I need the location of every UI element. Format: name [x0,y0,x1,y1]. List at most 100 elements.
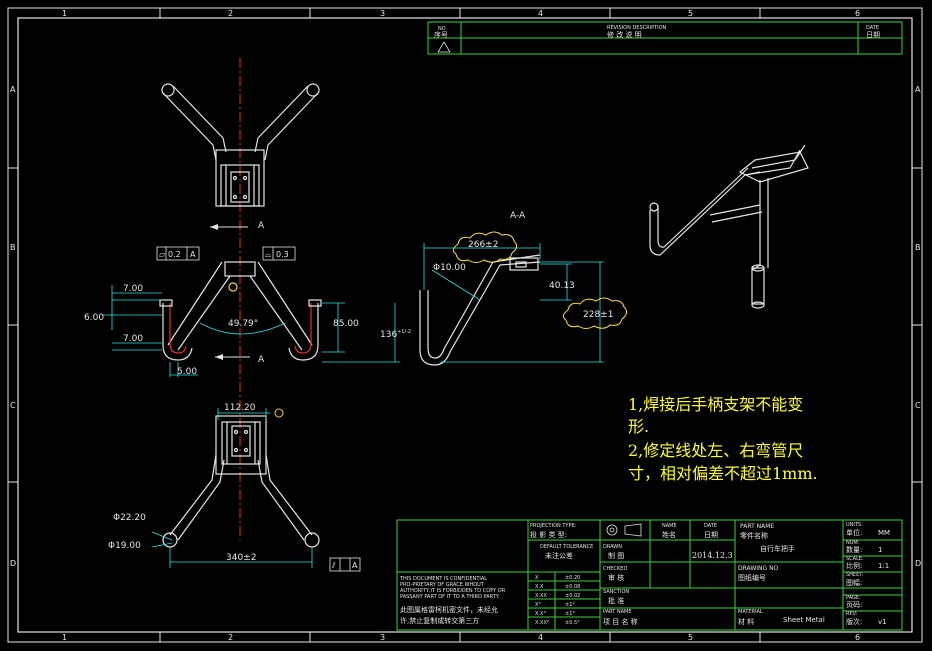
section-a-top: A [210,221,265,231]
tol-fmt-2: X.XX [535,593,547,599]
tol-val-5: ±0.5° [565,620,580,626]
part-name-label-cn: 零件名称 [740,531,768,540]
dim-340: 340±2 [226,553,256,563]
rev-seq-label-en: NO [438,26,446,32]
dim-136-tol: +1/-2 [397,329,411,335]
rev-desc-label-cn: 修 改 说 明 [607,30,642,39]
tol-fmt-0: X [535,575,539,581]
dim-7-lower: 7.00 [123,334,143,344]
dim-5: 5.00 [177,367,197,377]
top-view [161,58,320,540]
dim-85: 85.00 [333,319,359,329]
rev-seq-label-cn: 序号 [434,30,448,39]
zone-top-2: 2 [228,9,233,18]
dim-phi22: Φ22.20 [113,513,146,523]
gdt-2-symbol: ⌓ [265,250,272,259]
part-name-label-en: PART NAME [740,523,774,530]
dim-angle: 49.79° [228,319,258,329]
tol-fmt-5: X.XX° [535,620,550,626]
units-label-en: UNITS: [846,522,863,528]
notes: 1,焊接后手柄支架不能变 形. 2,修定线处左、右弯管尺 寸，相对偏差不超过1m… [628,395,818,483]
section-a-bottom: A [215,354,265,365]
num-label-cn: 数量: [846,545,862,554]
note-line-4: 寸，相对偏差不超过1mm. [628,464,818,483]
note-line-1: 1,焊接后手柄支架不能变 [628,395,803,414]
tol-fmt-4: X.X° [535,611,546,617]
tolerance-table: X ±0.20 X.X ±0.08 X.XX ±0.02 X° ±1° X.X°… [535,575,580,626]
section-view [419,254,541,366]
rev-label-en: REV: [846,611,858,617]
zone-top-3: 3 [380,9,385,18]
date-label-en: DATE [704,523,717,529]
gdt-frame-3: ⫽ A [329,557,361,572]
project-label-cn: 项 目 名 称 [603,617,638,626]
zone-left-c: C [10,401,16,410]
rev-label-cn: 版次: [846,617,862,626]
bottom-view [162,415,320,548]
front-dimension-labels: 7.00 6.00 7.00 5.00 49.79° 85.00 136 +1/… [84,284,411,377]
drawn-label-en: DRAWN [603,544,622,550]
gdt-frame-1: ⏥ 0.2 A [156,246,200,261]
title-block: PROJECTION TYPE: NAME DATE PART NAME UNI… [396,519,903,631]
drawing-no-label-cn: 图纸编号 [738,573,766,582]
rev-date-label-cn: 日期 [866,31,880,39]
dim-228: 228±1 [583,310,613,320]
num-value: 1 [878,546,882,554]
drawing-no-label-en: DRAWING NO [738,565,779,572]
tol-fmt-3: X° [535,602,541,608]
dim-40: 40.13 [549,281,575,291]
date-label-cn: 日期 [704,531,718,539]
projection-label-cn: 投 影 类 型: [530,530,567,539]
front-view [159,261,322,361]
units-value: MM [878,529,890,537]
dim-6: 6.00 [84,313,104,323]
scale-label-en: SCALE: [846,556,864,562]
material-label-cn: 材 料 [738,617,754,626]
isometric-view [649,144,809,309]
zone-bottom-6: 6 [855,633,860,642]
dim-phi10: Φ10.00 [433,263,466,273]
projection-label-en: PROJECTION TYPE: [530,523,577,529]
zone-bottom-4: 4 [538,633,543,642]
checked-label-en: CHECKED [603,566,627,572]
rev-value: v1 [878,618,887,626]
material-value: Sheet Metal [783,616,825,624]
revision-clouds [452,231,628,329]
dim-136: 136 [380,330,397,340]
confidential-cn-1: 此图属格雷柯机密文件，未经允 [400,605,498,614]
confidential-cn-2: 许,禁止复制或转交第三方 [400,616,479,625]
default-tol-label-en: DEFAULT TOLERANCE [540,544,593,550]
gdt-1-value: 0.2 [168,250,181,259]
num-label-en: NUM: [846,540,860,546]
drawing-frame [7,7,923,643]
zone-bottom-5: 5 [688,633,693,642]
zone-top-6: 6 [855,9,860,18]
sheet-label-en: SHEET: [846,572,864,578]
zone-right-d: D [915,559,921,568]
drawn-label-cn: 制 图 [608,551,624,560]
default-tol-label-cn: 未注公差 [545,551,573,560]
page-label-cn: 页码: [846,601,862,609]
bottom-dimensions [151,408,313,568]
zone-top-1: 1 [62,9,67,18]
section-dimensions [423,243,604,363]
tol-val-2: ±0.02 [565,593,580,599]
gdt-frame-2: ⌓ 0.3 [262,246,296,261]
confidential-en-3: AUTHORITY,IT IS FORBIDDEN TO COPY OR [400,588,506,594]
tol-val-4: ±1° [565,611,575,617]
zone-right-b: B [915,243,921,252]
rev-date-label-en: DATE [866,25,879,31]
dim-phi19: Φ19.00 [108,541,141,551]
revision-triangle-icon [437,41,451,53]
gdt-3-symbol: ⫽ [331,561,336,570]
gdt-1-symbol: ⏥ [159,250,166,259]
zone-right-a: A [915,85,921,94]
checked-label-cn: 审 核 [608,573,624,582]
tol-fmt-1: X.X [535,584,544,590]
section-marker-bottom: A [258,355,265,365]
zone-labels: 1 2 3 4 5 6 1 2 3 4 5 6 A B C D A B C D [10,9,921,642]
name-label-en: NAME [662,523,677,529]
zone-bottom-2: 2 [228,633,233,642]
front-dimensions [102,285,400,377]
